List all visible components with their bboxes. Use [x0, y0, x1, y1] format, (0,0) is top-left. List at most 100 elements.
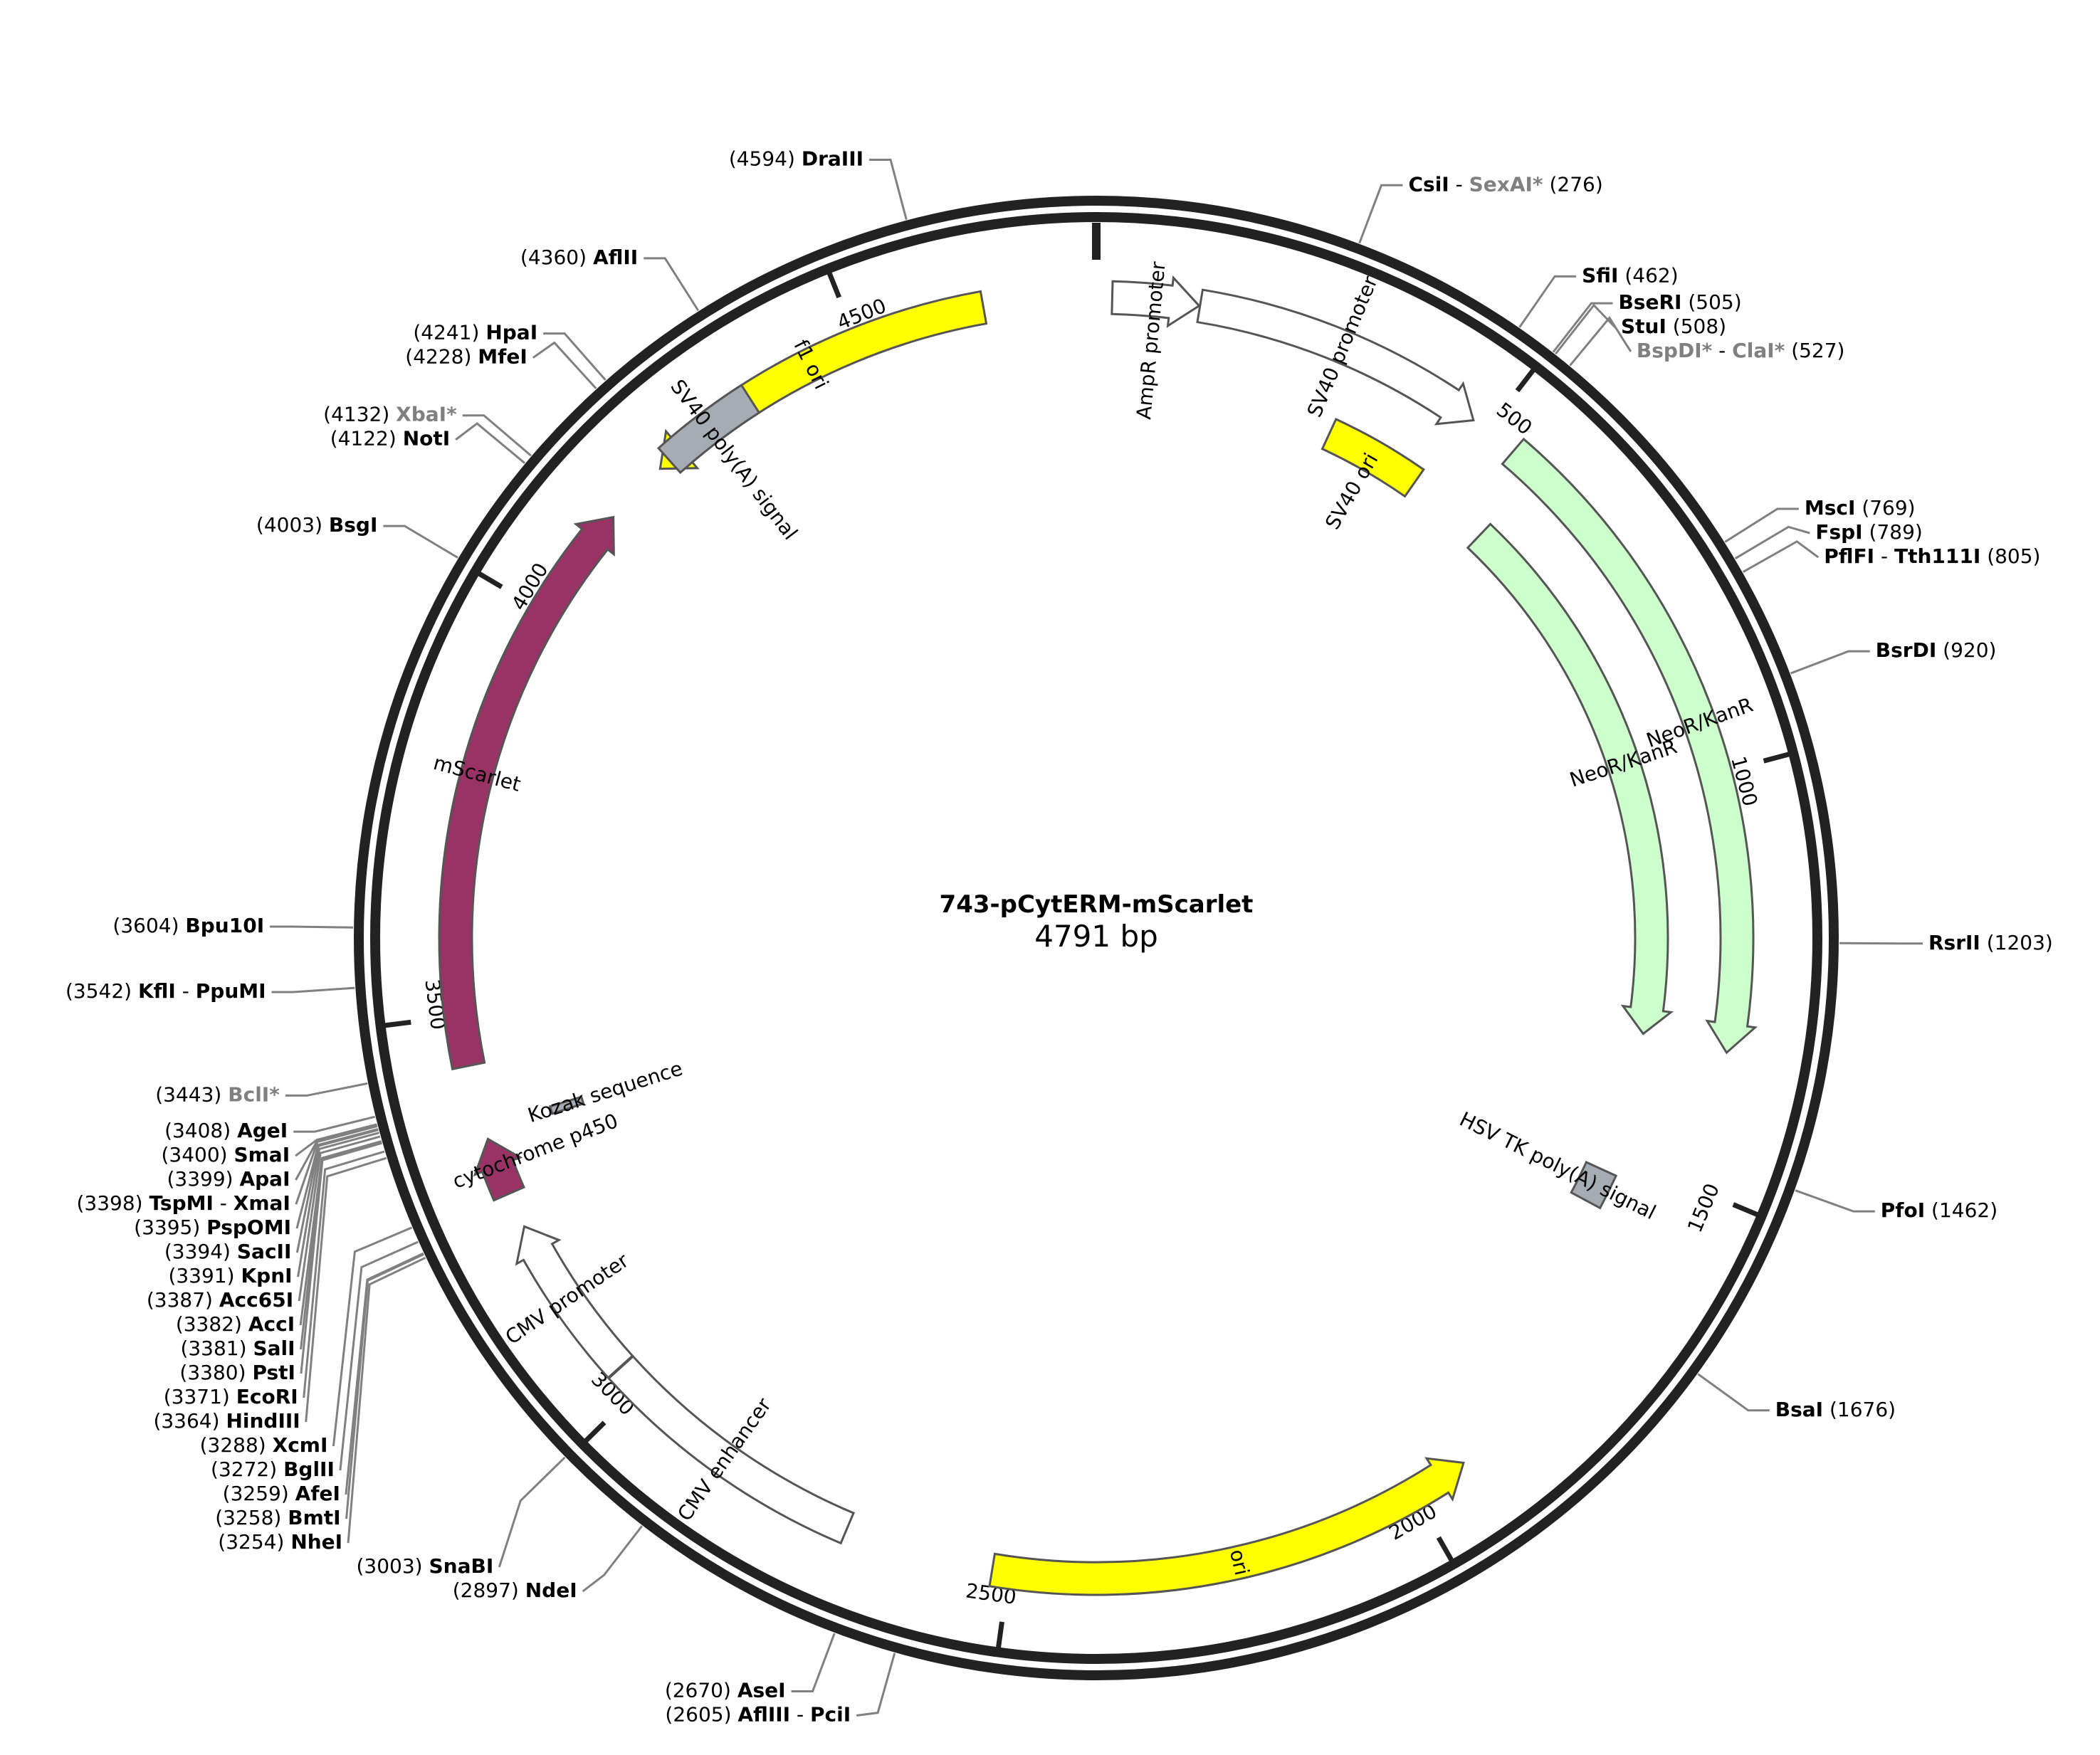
spacer [143, 1191, 149, 1215]
site-label: (3258) BmtI [215, 1506, 340, 1529]
site-position: (3258) [215, 1506, 281, 1529]
feature-label: HSV TK poly(A) signal [1456, 1107, 1659, 1224]
enzyme-name: Bpu10I [185, 914, 264, 937]
site-leader-line [543, 332, 607, 381]
site-label: (3259) AfeI [223, 1482, 340, 1505]
site-label: (3443) BclI* [155, 1082, 280, 1106]
site-hpai: (4241) HpaI [413, 321, 607, 381]
site-position: (3003) [356, 1554, 422, 1578]
restriction-sites: CsiI - SexAI* (276)SfiI (462)BseRI (505)… [65, 147, 2053, 1727]
site-position: (3254) [218, 1530, 284, 1554]
site-label: FspI (789) [1815, 520, 1922, 544]
spacer [266, 1433, 273, 1457]
site-label: StuI (508) [1621, 315, 1726, 338]
site-label: (3371) EcoRI [164, 1385, 298, 1408]
site-position: (2897) [453, 1579, 519, 1602]
site-tspmi-xmai: (3398) TspMI - XmaI [77, 1124, 378, 1215]
spacer [397, 427, 403, 450]
spacer [228, 1143, 234, 1166]
site-bglii: (3272) BglII [211, 1240, 419, 1481]
site-leader-line [303, 1150, 385, 1398]
site-leader-line [300, 1142, 382, 1374]
site-rsrii: RsrII (1203) [1839, 931, 2053, 954]
feature-shape [656, 384, 761, 475]
site-position: (3408) [164, 1119, 231, 1142]
site-position: (4132) [323, 403, 389, 426]
site-label: (3395) PspOMI [134, 1216, 291, 1239]
enzyme-name: BsaI [1775, 1398, 1823, 1421]
enzyme-name: SmaI [233, 1143, 290, 1166]
enzyme-name: AgeI [237, 1119, 288, 1142]
enzyme-name: PfoI [1881, 1198, 1925, 1222]
site-label: (4132) XbaI* [323, 403, 457, 426]
enzyme-name: DraIII [802, 147, 863, 171]
enzyme-name: BmtI [288, 1506, 340, 1529]
site-afliii-pcii: (2605) AflIII - PciI [665, 1653, 896, 1727]
spacer [1855, 496, 1862, 520]
separator: - [790, 1703, 810, 1727]
site-position: (4594) [729, 147, 795, 171]
enzyme-name: NotI [403, 427, 450, 450]
enzyme-name: SalI [253, 1337, 295, 1360]
site-label: (4122) NotI [330, 427, 451, 450]
site-position: (3381) [180, 1337, 246, 1360]
site-leader-line [1569, 315, 1632, 367]
site-position: (2670) [665, 1679, 731, 1702]
site-label: (3408) AgeI [164, 1119, 288, 1142]
enzyme-name: XcmI [273, 1433, 328, 1457]
site-position: (3391) [168, 1264, 234, 1287]
separator: - [214, 1191, 233, 1215]
site-kfli-ppumi: (3542) KflI - PpuMI [65, 979, 355, 1003]
spacer [479, 321, 485, 344]
site-leader-line [1839, 942, 1923, 945]
site-position: (3542) [65, 979, 132, 1003]
spacer [1925, 1198, 1931, 1222]
spacer [230, 1385, 236, 1408]
feature-shape [988, 1457, 1465, 1596]
site-nhei: (3254) NheI [218, 1256, 426, 1554]
spacer [795, 147, 802, 171]
spacer [231, 1119, 237, 1142]
feature-label: ori [1225, 1547, 1254, 1578]
feature-shape [1501, 437, 1758, 1055]
site-snabi: (3003) SnaBI [356, 1456, 566, 1578]
site-position: (3604) [112, 914, 179, 937]
enzyme-name: SnaBI [429, 1554, 494, 1578]
spacer [322, 513, 329, 537]
site-draiii: (4594) DraIII [729, 147, 908, 221]
site-leader-line [271, 986, 355, 994]
enzyme-name: PpuMI [196, 979, 266, 1003]
site-leader-line [582, 1525, 643, 1593]
site-leader-line [1697, 1373, 1770, 1412]
site-label: (3364) HindIII [153, 1409, 300, 1433]
site-leader-line [1552, 302, 1613, 353]
site-bsai: BsaI (1676) [1697, 1373, 1896, 1421]
site-bspdi-clai: BspDI* - ClaI* (527) [1569, 315, 1844, 367]
site-leader-line [295, 1129, 379, 1253]
spacer [179, 914, 186, 937]
enzyme-name: PflFI [1824, 544, 1874, 568]
spacer [235, 1264, 241, 1287]
site-position: (3380) [179, 1361, 246, 1384]
spacer [1785, 339, 1791, 362]
spacer [519, 1579, 525, 1602]
spacer [1823, 1398, 1829, 1421]
spacer [1618, 263, 1624, 287]
enzyme-name: ClaI* [1732, 339, 1785, 362]
tick-mark [478, 571, 503, 589]
site-label: MscI (769) [1805, 496, 1916, 520]
spacer [1666, 315, 1673, 338]
site-position: (276) [1549, 172, 1602, 196]
enzyme-name: BclI* [228, 1082, 280, 1106]
site-label: (3391) KpnI [168, 1264, 292, 1287]
enzyme-name: AflII [593, 246, 638, 269]
site-hindiii: (3364) HindIII [153, 1156, 387, 1433]
enzyme-name: PstI [252, 1361, 295, 1384]
site-leader-line [791, 1633, 836, 1693]
enzyme-name: XbaI* [396, 403, 457, 426]
spacer [1543, 172, 1550, 196]
separator: - [1712, 339, 1732, 362]
site-csii-sexai: CsiI - SexAI* (276) [1358, 172, 1603, 244]
site-label: (3382) AccI [176, 1312, 295, 1336]
site-label: (4360) AflII [520, 246, 638, 269]
